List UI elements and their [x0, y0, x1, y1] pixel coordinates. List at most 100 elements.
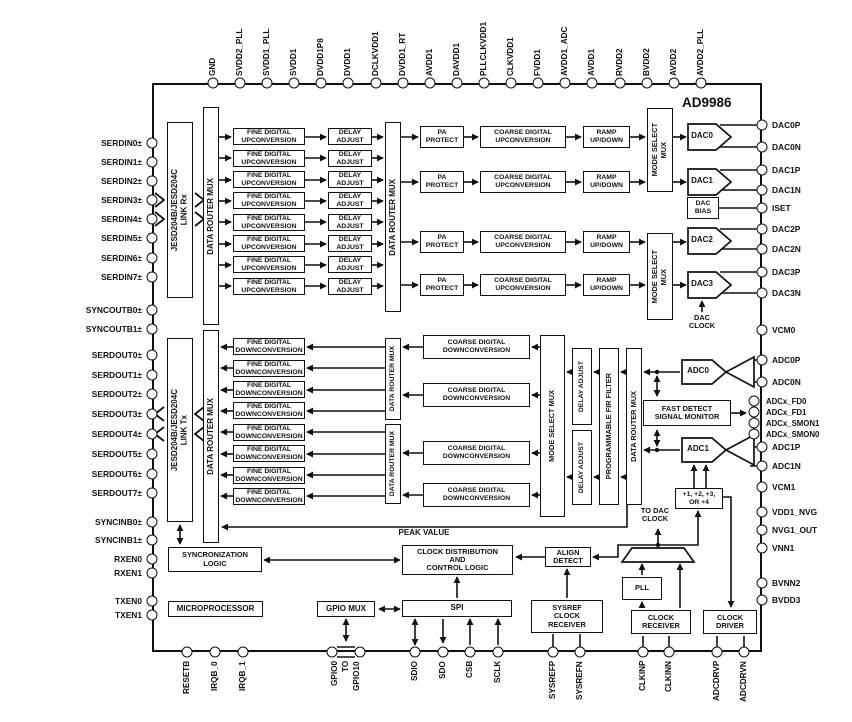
- data-router-mux-rx: DATA ROUTER MUX: [203, 330, 219, 543]
- delay-adjust-block: DELAY ADJUST: [328, 214, 372, 231]
- pin-avdd1b: [586, 77, 598, 89]
- pin-label: DAC3N: [772, 288, 801, 298]
- pin-label: SERDIN1±: [101, 157, 142, 167]
- pin-label: RESETB: [182, 661, 191, 695]
- pin-label: BVDD3: [772, 595, 801, 605]
- fine-upconversion-block: FINE DIGITAL UPCONVERSION: [233, 214, 305, 231]
- fine-downconversion-block: FINE DIGITAL DOWNCONVERSION: [233, 381, 305, 398]
- pin-bvdd3: [756, 594, 768, 606]
- pin-label: ADCx_FD0: [766, 397, 807, 406]
- pin-label: ADC1P: [772, 442, 801, 452]
- clock-driver-block: CLOCK DRIVER: [703, 610, 757, 634]
- pin-vcm1: [756, 481, 768, 493]
- pin-avdd1-adc: [559, 77, 571, 89]
- jesd-rx-block: JESD204B/JESD204C LINK Rx: [167, 122, 193, 298]
- dac3-label: DAC3: [691, 279, 713, 288]
- pin-label: AVDD1: [425, 48, 434, 76]
- dac2-label: DAC2: [691, 235, 713, 244]
- pin-adcx-fd1: [748, 406, 760, 418]
- delay-adjust-block: DELAY ADJUST: [328, 235, 372, 252]
- coarse-upconversion-block: COARSE DIGITAL UPCONVERSION: [480, 274, 566, 296]
- pin-label: CLKVDD1: [506, 37, 515, 76]
- ramp-updown-block: RAMP UP/DOWN: [583, 274, 630, 296]
- data-router-mux-mid2: DATA ROUTER MUX: [385, 424, 401, 504]
- pin-label: TXEN0: [115, 596, 142, 606]
- pin-label: SERDIN2±: [101, 176, 142, 186]
- microprocessor-block: MICROPROCESSOR: [168, 601, 263, 617]
- pin-label: SYNCINB1±: [95, 535, 142, 545]
- pin-label: SERDOUT5±: [91, 449, 142, 459]
- fine-downconversion-block: FINE DIGITAL DOWNCONVERSION: [233, 467, 305, 484]
- pa-protect-block: PA PROTECT: [420, 171, 464, 193]
- pin-label: RVDD2: [615, 48, 624, 76]
- ramp-updown-block: RAMP UP/DOWN: [583, 171, 630, 193]
- pin-label: SYNCOUTB1±: [85, 324, 142, 334]
- pin-dac3p: [756, 266, 768, 278]
- pin-dac3n: [756, 287, 768, 299]
- pin-syncinb1: [146, 534, 158, 546]
- pin-label: PLLCLKVDD1: [479, 21, 488, 76]
- pin-label: GND: [208, 57, 217, 76]
- pin-label: CLKINN: [664, 661, 673, 692]
- pin-adcx-smon0: [748, 428, 760, 440]
- dac-clock-label: DAC CLOCK: [688, 313, 716, 331]
- clock-receiver-block: CLOCK RECEIVER: [631, 610, 691, 634]
- pin-syncoutb0: [146, 304, 158, 316]
- pin-vcm0: [756, 324, 768, 336]
- pin-label: DAC0N: [772, 142, 801, 152]
- pin-label: SDO: [438, 661, 447, 679]
- pin-label: SYSREFN: [575, 661, 584, 700]
- fine-downconversion-block: FINE DIGITAL DOWNCONVERSION: [233, 338, 305, 355]
- delay-adjust-block: DELAY ADJUST: [328, 256, 372, 273]
- coarse-downconversion-block: COARSE DIGITAL DOWNCONVERSION: [423, 483, 530, 507]
- data-router-mux-adc: DATA ROUTER MUX: [626, 348, 642, 505]
- pin-label: FVDD1: [533, 49, 542, 76]
- mode-select-mux-rx: MODE SELECT MUX: [540, 335, 565, 517]
- sysref-clock-receiver-block: SYSREF CLOCK RECEIVER: [531, 600, 603, 633]
- pin-avdd2: [668, 77, 680, 89]
- pin-txen1: [146, 609, 158, 621]
- pin-dac2p: [756, 223, 768, 235]
- pin-label: ADCDRVP: [712, 661, 721, 702]
- pin-label: SVDD2_PLL: [235, 28, 244, 76]
- align-detect-block: ALIGN DETECT: [545, 547, 591, 567]
- pin-csb: [464, 646, 476, 658]
- pin-label: SYNCINB0±: [95, 517, 142, 527]
- clock-distribution-block: CLOCK DISTRIBUTION AND CONTROL LOGIC: [402, 545, 513, 575]
- pin-sdio: [409, 646, 421, 658]
- pin-txen0: [146, 595, 158, 607]
- pin-label: VCM0: [772, 325, 796, 335]
- pa-protect-block: PA PROTECT: [420, 126, 464, 148]
- pin-label: AVDD1_ADC: [560, 26, 569, 76]
- pin-dac2n: [756, 243, 768, 255]
- pin-syncinb0: [146, 516, 158, 528]
- pin-iset: [756, 202, 768, 214]
- coarse-downconversion-block: COARSE DIGITAL DOWNCONVERSION: [423, 335, 530, 359]
- pin-label: AVDD1: [587, 48, 596, 76]
- pin-gpio-a: [326, 646, 338, 658]
- pin-clkinn: [663, 646, 675, 658]
- mode-select-mux-tx1: MODE SELECT MUX: [647, 108, 673, 192]
- jesd-tx-block: JESD204B/JESD204C LINK Tx: [167, 338, 193, 522]
- pin-label: DAC2N: [772, 244, 801, 254]
- pin-label: IRQB_0: [210, 661, 219, 691]
- pin-adcdrvp: [711, 646, 723, 658]
- pin-serdin4: [146, 213, 158, 225]
- fine-downconversion-block: FINE DIGITAL DOWNCONVERSION: [233, 488, 305, 505]
- pin-gpio-b: [354, 646, 366, 658]
- pin-label: VDD1_NVG: [772, 507, 818, 517]
- pin-irqb1: [237, 646, 249, 658]
- pin-adc1n: [756, 460, 768, 472]
- chip-title: AD9986: [682, 95, 732, 110]
- fine-upconversion-block: FINE DIGITAL UPCONVERSION: [233, 256, 305, 273]
- fine-upconversion-block: FINE DIGITAL UPCONVERSION: [233, 171, 305, 188]
- pin-label: SERDIN7±: [101, 272, 142, 282]
- pin-avdd1: [424, 77, 436, 89]
- pin-dvdd1p8: [315, 77, 327, 89]
- pin-label: DCLKVDD1: [371, 31, 380, 76]
- pin-label: VCM1: [772, 482, 796, 492]
- dac0-label: DAC0: [691, 131, 713, 140]
- delay-adjust-block: DELAY ADJUST: [328, 192, 372, 209]
- pin-label: DVDD1_RT: [398, 32, 407, 76]
